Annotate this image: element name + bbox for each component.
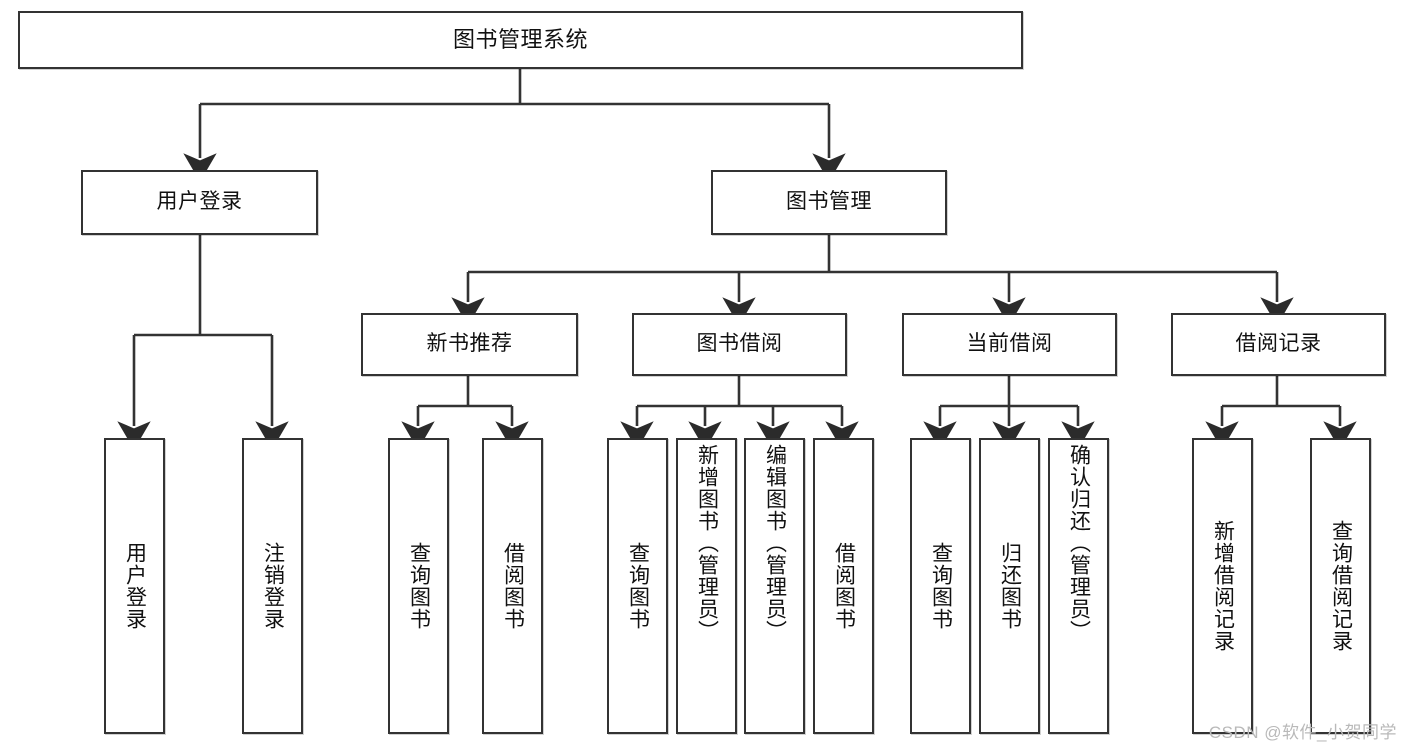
node-label: 借阅图书 xyxy=(501,542,525,630)
node-label: 图书借阅 xyxy=(696,332,783,356)
leaf-return-book[interactable]: 归还图书 xyxy=(979,438,1040,734)
node-label: 图书管理系统 xyxy=(452,27,588,53)
leaf-borrow-book[interactable]: 借阅图书 xyxy=(813,438,874,734)
node-root-system[interactable]: 图书管理系统 xyxy=(18,11,1023,69)
node-user-login[interactable]: 用户登录 xyxy=(81,170,318,235)
leaf-new-book-query[interactable]: 查询图书 xyxy=(388,438,449,734)
leaf-query-borrow-record[interactable]: 查询借阅记录 xyxy=(1310,438,1371,734)
node-new-book-recommend[interactable]: 新书推荐 xyxy=(361,313,578,376)
leaf-edit-book-admin[interactable]: 编辑图书（管理员） xyxy=(744,438,805,734)
node-label: 用户登录 xyxy=(123,542,147,630)
node-book-management[interactable]: 图书管理 xyxy=(711,170,947,235)
node-label: 借阅图书 xyxy=(832,542,856,630)
leaf-add-book-admin[interactable]: 新增图书（管理员） xyxy=(676,438,737,734)
node-label: 新增借阅记录 xyxy=(1211,520,1235,652)
node-label: 查询借阅记录 xyxy=(1329,520,1353,652)
node-label: 编辑图书（管理员） xyxy=(763,444,787,642)
node-book-borrow[interactable]: 图书借阅 xyxy=(632,313,847,376)
node-label: 当前借阅 xyxy=(966,332,1053,356)
node-current-borrow[interactable]: 当前借阅 xyxy=(902,313,1117,376)
node-label: 确认归还（管理员） xyxy=(1067,444,1091,642)
node-label: 图书管理 xyxy=(786,190,872,214)
leaf-new-book-borrow[interactable]: 借阅图书 xyxy=(482,438,543,734)
leaf-logout[interactable]: 注销登录 xyxy=(242,438,303,734)
node-borrow-record[interactable]: 借阅记录 xyxy=(1171,313,1386,376)
leaf-add-borrow-record[interactable]: 新增借阅记录 xyxy=(1192,438,1253,734)
node-label: 查询图书 xyxy=(407,542,431,630)
node-label: 查询图书 xyxy=(626,542,650,630)
leaf-current-query-book[interactable]: 查询图书 xyxy=(910,438,971,734)
leaf-confirm-return-admin[interactable]: 确认归还（管理员） xyxy=(1048,438,1109,734)
node-label: 注销登录 xyxy=(261,542,285,630)
node-label: 新书推荐 xyxy=(426,332,513,356)
node-label: 新增图书（管理员） xyxy=(695,444,719,642)
node-label: 归还图书 xyxy=(998,542,1022,630)
leaf-user-login[interactable]: 用户登录 xyxy=(104,438,165,734)
leaf-borrow-query-book[interactable]: 查询图书 xyxy=(607,438,668,734)
node-label: 借阅记录 xyxy=(1235,332,1322,356)
node-label: 查询图书 xyxy=(929,542,953,630)
csdn-watermark: CSDN @软件_小贺同学 xyxy=(1208,723,1397,742)
node-label: 用户登录 xyxy=(156,190,243,214)
